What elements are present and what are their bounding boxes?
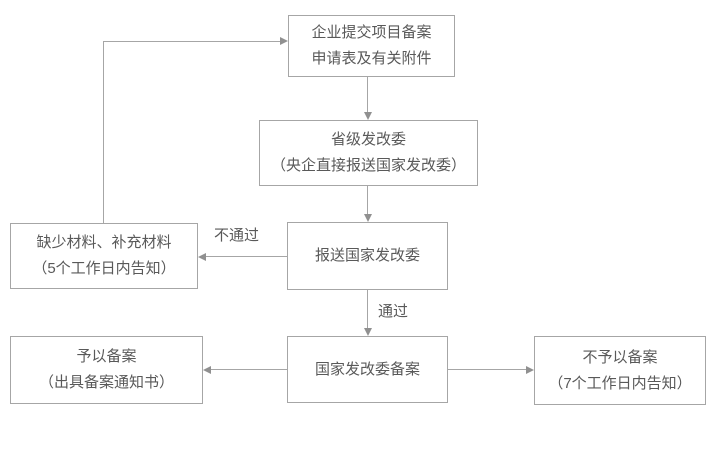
connector-missing-to-submit-horizontal [103,41,280,42]
arrowhead-left-icon [198,253,206,261]
connector-report-to-missing [206,256,287,257]
arrowhead-down-icon [364,214,372,222]
node-report-national-drc-line1: 报送国家发改委 [314,247,420,264]
arrowhead-right-icon [526,366,534,374]
node-filing-rejected-line2: （7个工作日内告知） [548,374,692,392]
node-enterprise-submit-line1: 企业提交项目备案 [311,24,432,41]
node-filing-rejected: 不予以备案 （7个工作日内告知） [534,336,706,405]
arrowhead-left-icon [203,366,211,374]
node-report-national-drc: 报送国家发改委 [287,222,448,290]
node-filing-approved-line1: 予以备案 [76,348,137,365]
connector-report-to-filing [367,290,368,328]
node-missing-materials: 缺少材料、补充材料 （5个工作日内告知） [10,223,198,289]
node-missing-materials-line2: （5个工作日内告知） [32,260,176,277]
connector-filing-to-approved [211,369,287,370]
arrowhead-down-icon [364,328,372,336]
connector-missing-to-submit-vertical [103,41,104,223]
connector-filing-to-rejected [448,369,526,370]
node-filing-approved-line2: （出具备案通知书） [38,374,174,391]
connector-submit-to-provincial [367,77,368,112]
arrowhead-right-icon [280,37,288,45]
edge-label-fail: 不通过 [214,227,260,244]
node-filing-rejected-line1: 不予以备案 [582,348,658,366]
node-provincial-drc: 省级发改委 （央企直接报送国家发改委） [259,120,478,186]
connector-provincial-to-report [367,186,368,214]
edge-label-pass: 通过 [378,303,409,320]
node-provincial-drc-line2: （央企直接报送国家发改委） [270,157,466,174]
node-filing-approved: 予以备案 （出具备案通知书） [10,336,203,404]
node-national-drc-filing-line1: 国家发改委备案 [314,360,420,378]
node-national-drc-filing: 国家发改委备案 [287,336,448,403]
arrowhead-down-icon [364,112,372,120]
node-missing-materials-line1: 缺少材料、补充材料 [36,234,172,251]
node-enterprise-submit: 企业提交项目备案 申请表及有关附件 [288,15,455,77]
node-provincial-drc-line1: 省级发改委 [330,131,406,148]
node-enterprise-submit-line2: 申请表及有关附件 [311,50,432,67]
